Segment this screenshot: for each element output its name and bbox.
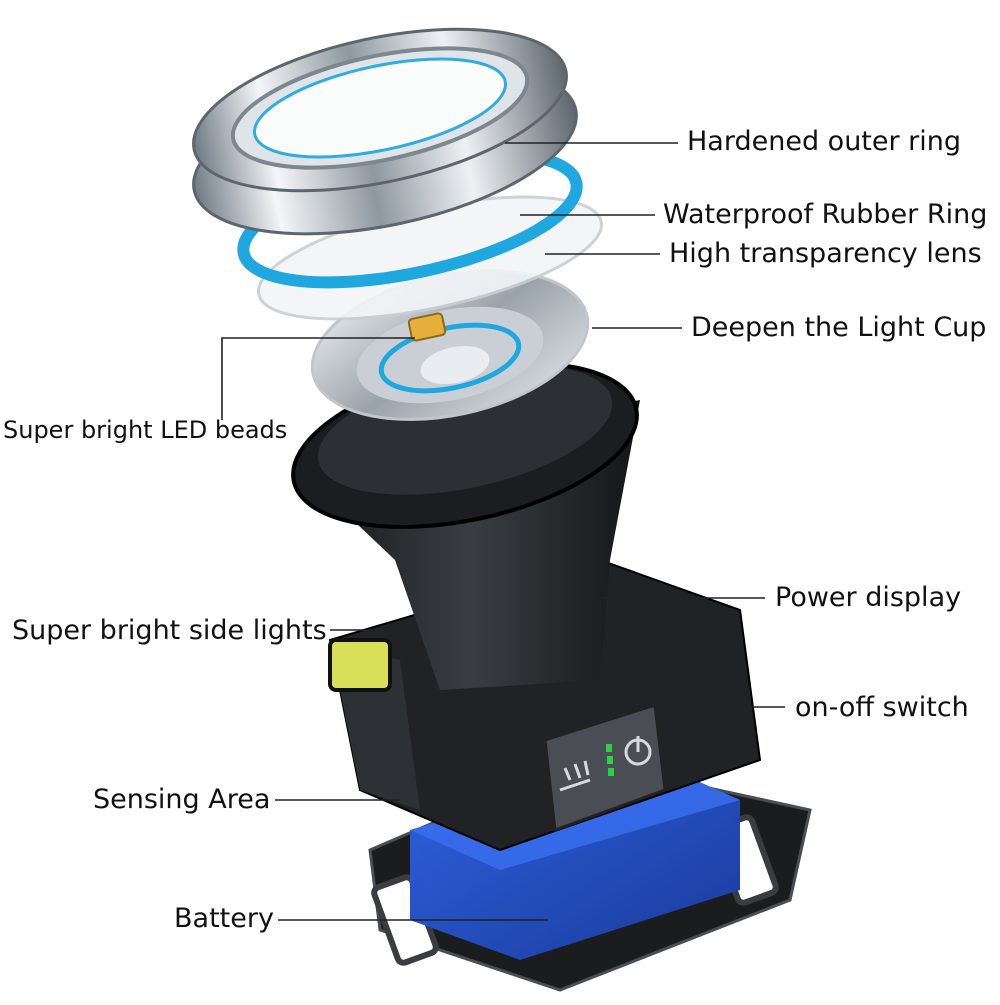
lamp-housing — [328, 558, 762, 852]
label-power-display: Power display — [775, 582, 962, 613]
sensor-icon — [559, 760, 591, 792]
label-switch: on-off switch — [795, 692, 969, 723]
label-outer-ring: Hardened outer ring — [687, 126, 962, 157]
outer-ring — [192, 27, 578, 236]
label-side-lights: Super bright side lights — [12, 615, 327, 646]
label-light-cup: Deepen the Light Cup — [691, 312, 987, 343]
label-sensing: Sensing Area — [93, 784, 271, 815]
leader-power-display — [599, 597, 765, 705]
led-bead — [407, 312, 447, 342]
control-panel — [543, 703, 667, 833]
leader-lines — [221, 142, 785, 921]
power-icon — [624, 736, 652, 766]
label-led-beads: Super bright LED beads — [3, 416, 288, 444]
label-lens: High transparency lens — [669, 238, 982, 269]
indicator-leds — [606, 744, 614, 776]
leader-led-beads — [221, 337, 415, 420]
side-light-lens — [328, 638, 392, 692]
label-battery: Battery — [174, 903, 274, 934]
label-rubber-ring: Waterproof Rubber Ring — [663, 199, 988, 230]
